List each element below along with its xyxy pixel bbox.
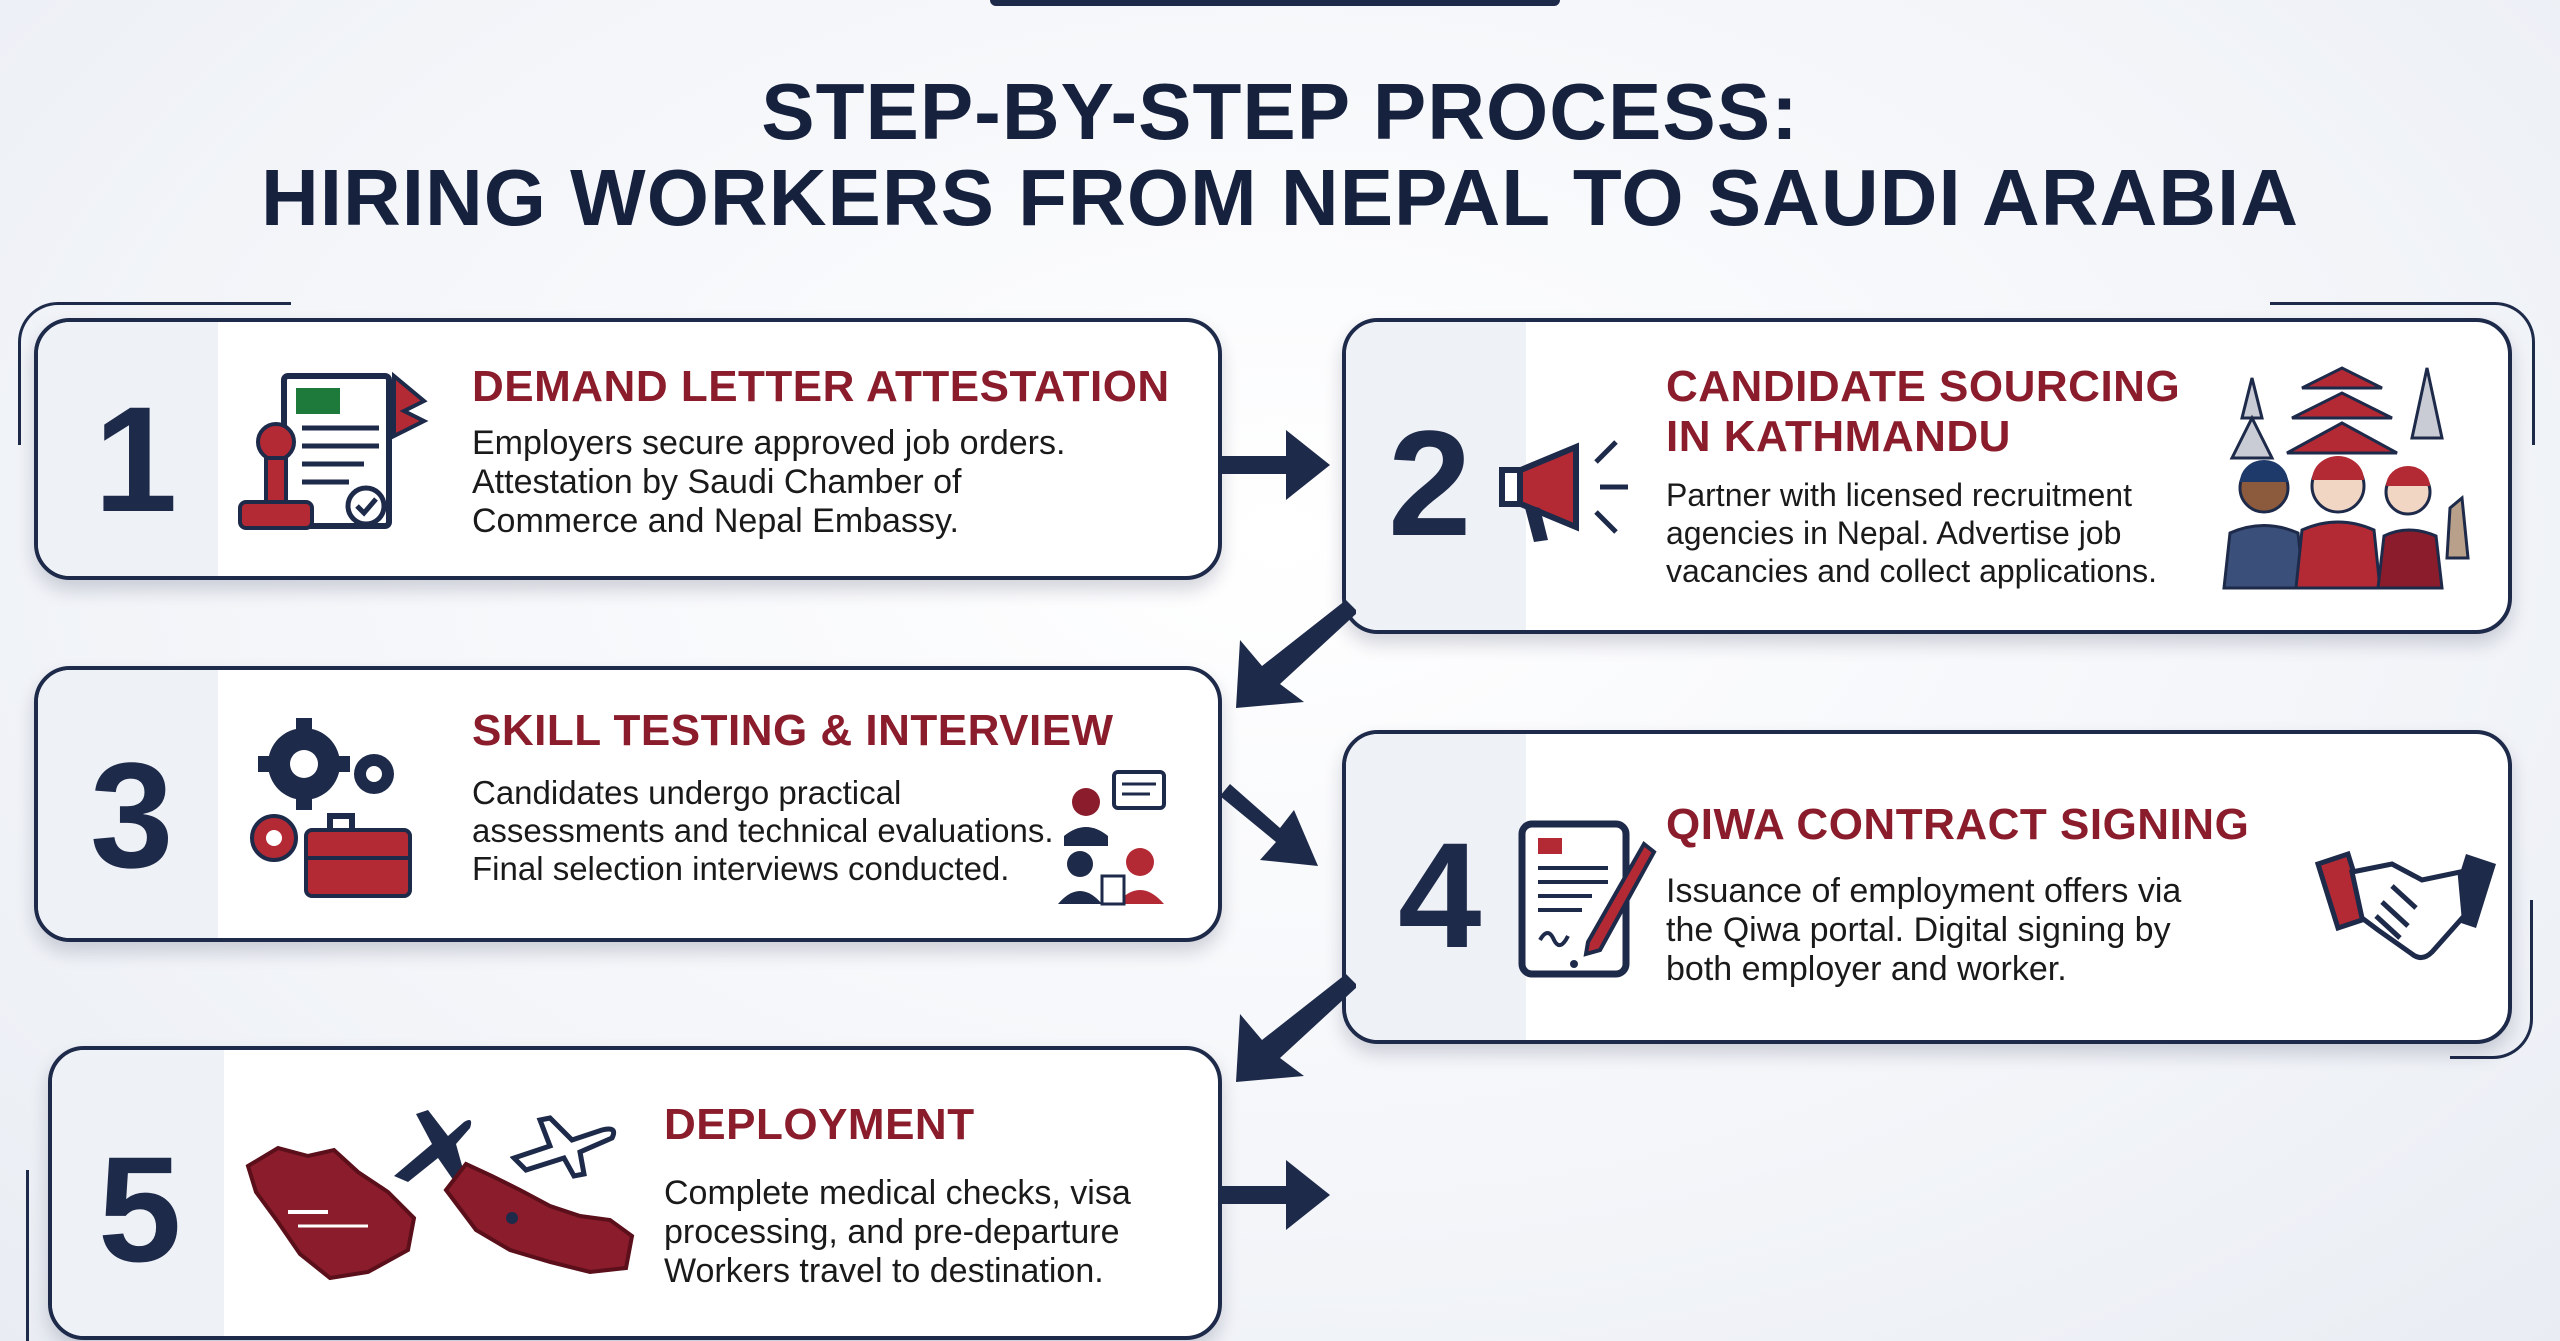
step-3-line-3: Final selection interviews conducted.: [472, 850, 1010, 887]
top-decoration-bar: [990, 0, 1560, 6]
arrow-step-5-out: [1220, 1160, 1330, 1230]
tablet-signature-icon: [1518, 820, 1657, 978]
step-3-line-2: assessments and technical evaluations.: [472, 812, 1054, 849]
step-2-line-1: Partner with licensed recruitment: [1666, 477, 2132, 513]
step-5-number: 5: [98, 1125, 182, 1293]
step-1-line-3: Commerce and Nepal Embassy.: [472, 502, 959, 540]
megaphone-icon: [1499, 440, 1628, 542]
arrow-step-3-to-4: [1220, 784, 1318, 866]
step-2-number: 2: [1388, 399, 1472, 567]
step-2-line-3: vacancies and collect applications.: [1666, 553, 2157, 589]
step-4-line-3: both employer and worker.: [1666, 950, 2067, 988]
nepal-map-icon: [443, 1161, 635, 1275]
step-3-line-1: Candidates undergo practical: [472, 774, 902, 811]
step-2-description: Partner with licensed recruitment agenci…: [1666, 476, 2157, 590]
workers-temples-icon: [2222, 366, 2470, 590]
arrow-step-4-to-5: [1236, 974, 1356, 1082]
airplane-icon: [394, 1110, 472, 1184]
step-1-description: Employers secure approved job orders. At…: [472, 424, 1065, 541]
interview-icon: [1058, 770, 1166, 906]
step-3-card: 3 SKILL TESTING & INTERVIEW Candidates u…: [34, 666, 1222, 942]
left-frame-bracket: [18, 302, 291, 445]
right-lower-frame-bracket: [2450, 900, 2533, 1059]
step-1-line-1: Employers secure approved job orders.: [472, 424, 1066, 462]
step-5-card: 5 DEPLOYMENT Complete medical checks, vi…: [48, 1046, 1222, 1340]
step-2-line-2: agencies in Nepal. Advertise job: [1666, 515, 2122, 551]
stamp-document-icon: [238, 371, 429, 530]
right-frame-bracket: [2270, 302, 2535, 445]
step-2-heading-line-1: CANDIDATE SOURCING: [1666, 362, 2181, 411]
step-4-line-2: the Qiwa portal. Digital signing by: [1666, 911, 2171, 949]
step-5-line-3: Workers travel to destination.: [664, 1252, 1104, 1290]
step-4-heading: QIWA CONTRACT SIGNING: [1666, 800, 2250, 849]
step-3-description: Candidates undergo practical assessments…: [472, 774, 1054, 888]
step-1-line-2: Attestation by Saudi Chamber of: [472, 463, 962, 501]
step-2-card: 2 CANDIDATE SOURCING IN KATHMANDU Partne…: [1342, 318, 2512, 634]
step-3-number: 3: [90, 731, 174, 899]
arrow-step-1-to-2: [1220, 430, 1330, 500]
step-3-heading: SKILL TESTING & INTERVIEW: [472, 706, 1114, 755]
handshake-icon: [2314, 850, 2496, 960]
step-2-heading: CANDIDATE SOURCING IN KATHMANDU: [1666, 362, 2180, 462]
gears-toolbox-icon: [250, 718, 412, 898]
step-1-card: 1 DEMAND LETTER ATTESTATION Employers se…: [34, 318, 1222, 580]
page-title-line-1: STEP-BY-STEP PROCESS:: [761, 67, 1799, 156]
arrow-step-2-to-3: [1236, 600, 1356, 708]
step-4-card: 4 QIWA CONTRACT SIGNING Issuance of empl…: [1342, 730, 2512, 1044]
saudi-map-icon: [245, 1145, 417, 1281]
step-4-description: Issuance of employment offers via the Qi…: [1666, 872, 2181, 989]
page-title-line-2: HIRING WORKERS FROM NEPAL TO SAUDI ARABI…: [260, 153, 2300, 242]
step-5-description: Complete medical checks, visa processing…: [664, 1174, 1131, 1291]
airplane-small-icon: [510, 1115, 617, 1179]
step-5-line-1: Complete medical checks, visa: [664, 1174, 1131, 1212]
step-5-line-2: processing, and pre-departure: [664, 1213, 1120, 1251]
step-2-heading-line-2: IN KATHMANDU: [1666, 412, 2011, 461]
left-lower-frame-bracket: [26, 1170, 69, 1341]
step-5-heading: DEPLOYMENT: [664, 1100, 975, 1149]
step-4-line-1: Issuance of employment offers via: [1666, 872, 2182, 910]
step-1-number: 1: [94, 375, 178, 543]
step-4-number: 4: [1398, 811, 1482, 979]
step-1-heading: DEMAND LETTER ATTESTATION: [472, 362, 1170, 411]
